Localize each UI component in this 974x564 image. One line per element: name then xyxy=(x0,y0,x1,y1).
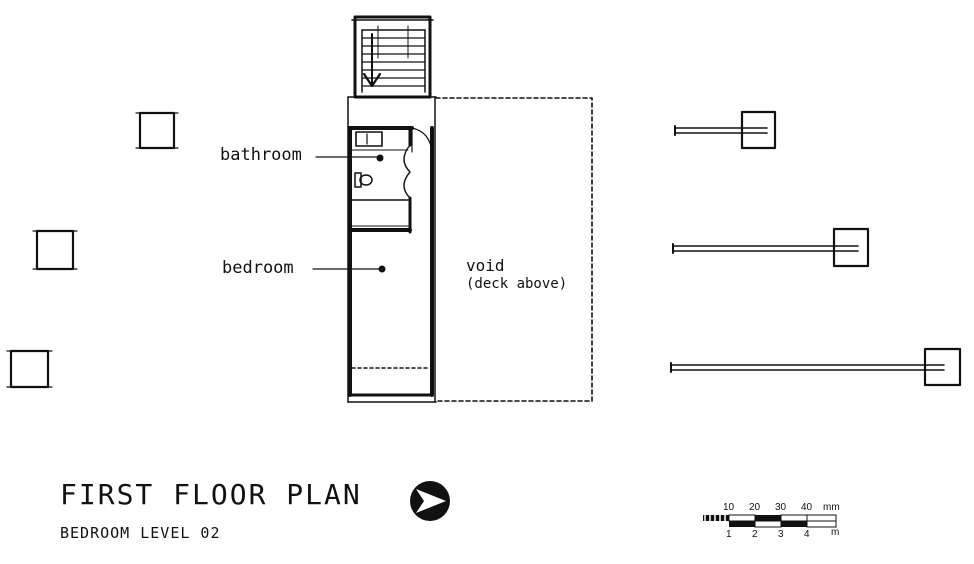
void-outline xyxy=(435,97,593,402)
stair xyxy=(351,15,434,99)
north-arrow-icon xyxy=(410,481,450,521)
scale-bottom-tick-1: 1 xyxy=(726,529,732,540)
scale-bar xyxy=(703,514,837,528)
scale-bottom-tick-3: 3 xyxy=(778,529,784,540)
bedroom-label: bedroom xyxy=(222,258,294,278)
scale-bottom-tick-4: 4 xyxy=(804,529,810,540)
scale-top-tick-20: 20 xyxy=(749,502,761,513)
scale-top-tick-10: 10 xyxy=(723,502,735,513)
left-posts xyxy=(6,111,179,389)
bathroom-marker xyxy=(376,154,384,162)
right-posts xyxy=(670,110,962,387)
scale-bottom-unit: m xyxy=(831,527,840,538)
scale-top-tick-30: 30 xyxy=(775,502,787,513)
scale-top-tick-40: 40 xyxy=(801,502,813,513)
building-outline xyxy=(347,96,437,403)
scale-bottom-tick-2: 2 xyxy=(752,529,758,540)
bathroom-label: bathroom xyxy=(220,145,302,165)
drawing-subtitle: BEDROOM LEVEL 02 xyxy=(60,524,221,542)
drawing-title: FIRST FLOOR PLAN xyxy=(60,478,362,511)
void-label: void xyxy=(466,256,505,275)
bedroom-marker xyxy=(378,265,386,273)
scale-top-unit: mm xyxy=(823,502,840,513)
bathroom-room xyxy=(348,126,412,234)
void-note: (deck above) xyxy=(466,276,568,292)
